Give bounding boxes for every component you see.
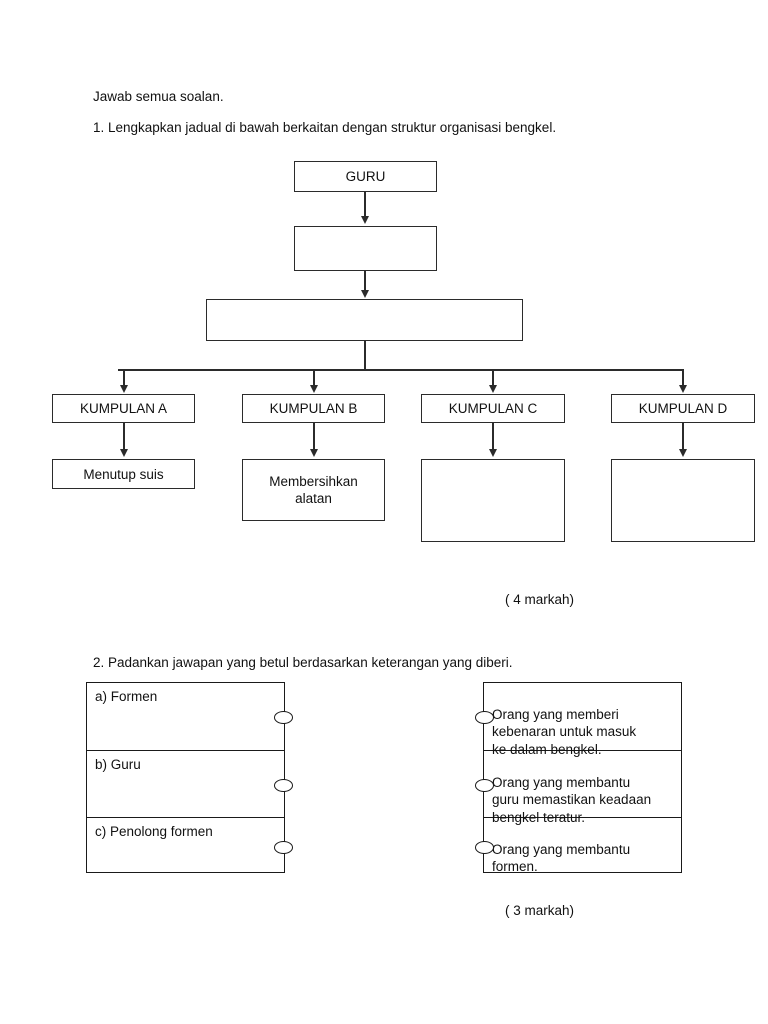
- arrowhead-task-a: [119, 449, 128, 457]
- matching-left-row-b[interactable]: b) Guru: [87, 751, 293, 818]
- arrowhead-task-b: [309, 449, 318, 457]
- question-1-prompt: 1. Lengkapkan jadual di bawah berkaitan …: [93, 120, 557, 135]
- matching-right-label-1: Orang yang memberi kebenaran untuk masuk…: [492, 706, 637, 757]
- connector-horizontal-bus: [118, 369, 684, 371]
- org-box-task-a: Menutup suis: [52, 459, 195, 489]
- connector-drop-group-a: [123, 369, 125, 387]
- matching-right-table: Orang yang memberi kebenaran untuk masuk…: [475, 682, 682, 874]
- arrowhead-group-a: [119, 385, 128, 393]
- org-box-guru: GURU: [294, 161, 437, 192]
- matching-right-label-2: Orang yang membantu guru memastikan kead…: [492, 774, 652, 825]
- connector-guru-to-level2: [364, 192, 366, 218]
- matching-left-table: a) Formen b) Guru c) Penolong formen: [86, 682, 293, 873]
- connector-knob-left-c[interactable]: [274, 841, 293, 854]
- connector-level3-stem: [364, 341, 366, 370]
- arrowhead-group-c: [488, 385, 497, 393]
- matching-right-row-1[interactable]: Orang yang memberi kebenaran untuk masuk…: [475, 683, 681, 757]
- org-box-task-b: Membersihkan alatan: [242, 459, 385, 521]
- connector-group-c-to-task: [492, 423, 494, 451]
- matching-left-row-c[interactable]: c) Penolong formen: [87, 818, 293, 871]
- org-box-level2-blank: [294, 226, 437, 271]
- connector-knob-left-b[interactable]: [274, 779, 293, 792]
- instruction-text: Jawab semua soalan.: [93, 89, 224, 104]
- org-box-group-a: KUMPULAN A: [52, 394, 195, 423]
- connector-drop-group-c: [492, 369, 494, 387]
- org-box-group-b: KUMPULAN B: [242, 394, 385, 423]
- connector-drop-group-d: [682, 369, 684, 387]
- org-box-group-d: KUMPULAN D: [611, 394, 755, 423]
- connector-knob-right-3[interactable]: [475, 841, 494, 854]
- matching-right-label-3: Orang yang membantu formen.: [492, 841, 631, 875]
- question-2-prompt: 2. Padankan jawapan yang betul berdasark…: [93, 655, 513, 670]
- arrowhead-level2: [360, 216, 369, 224]
- matching-left-label-b: b) Guru: [95, 757, 141, 772]
- matching-left-row-a[interactable]: a) Formen: [87, 683, 293, 751]
- arrowhead-group-b: [309, 385, 318, 393]
- org-box-task-c-blank: [421, 459, 565, 542]
- connector-knob-left-a[interactable]: [274, 711, 293, 724]
- arrowhead-group-d: [678, 385, 687, 393]
- matching-right-row-3[interactable]: Orang yang membantu formen.: [475, 818, 681, 874]
- org-box-level3-blank: [206, 299, 523, 341]
- connector-group-b-to-task: [313, 423, 315, 451]
- question-1-marks: ( 4 markah): [505, 592, 575, 607]
- arrowhead-task-d: [678, 449, 687, 457]
- arrowhead-task-c: [488, 449, 497, 457]
- matching-left-label-c: c) Penolong formen: [95, 824, 213, 839]
- connector-knob-right-2[interactable]: [475, 779, 494, 792]
- connector-knob-right-1[interactable]: [475, 711, 494, 724]
- connector-drop-group-b: [313, 369, 315, 387]
- question-2-marks: ( 3 markah): [505, 903, 575, 918]
- org-box-group-c: KUMPULAN C: [421, 394, 565, 423]
- matching-left-label-a: a) Formen: [95, 689, 158, 704]
- org-box-task-d-blank: [611, 459, 755, 542]
- connector-level2-to-level3: [364, 271, 366, 292]
- arrowhead-level3: [360, 290, 369, 298]
- connector-group-d-to-task: [682, 423, 684, 451]
- connector-group-a-to-task: [123, 423, 125, 451]
- matching-right-row-2[interactable]: Orang yang membantu guru memastikan kead…: [475, 751, 681, 825]
